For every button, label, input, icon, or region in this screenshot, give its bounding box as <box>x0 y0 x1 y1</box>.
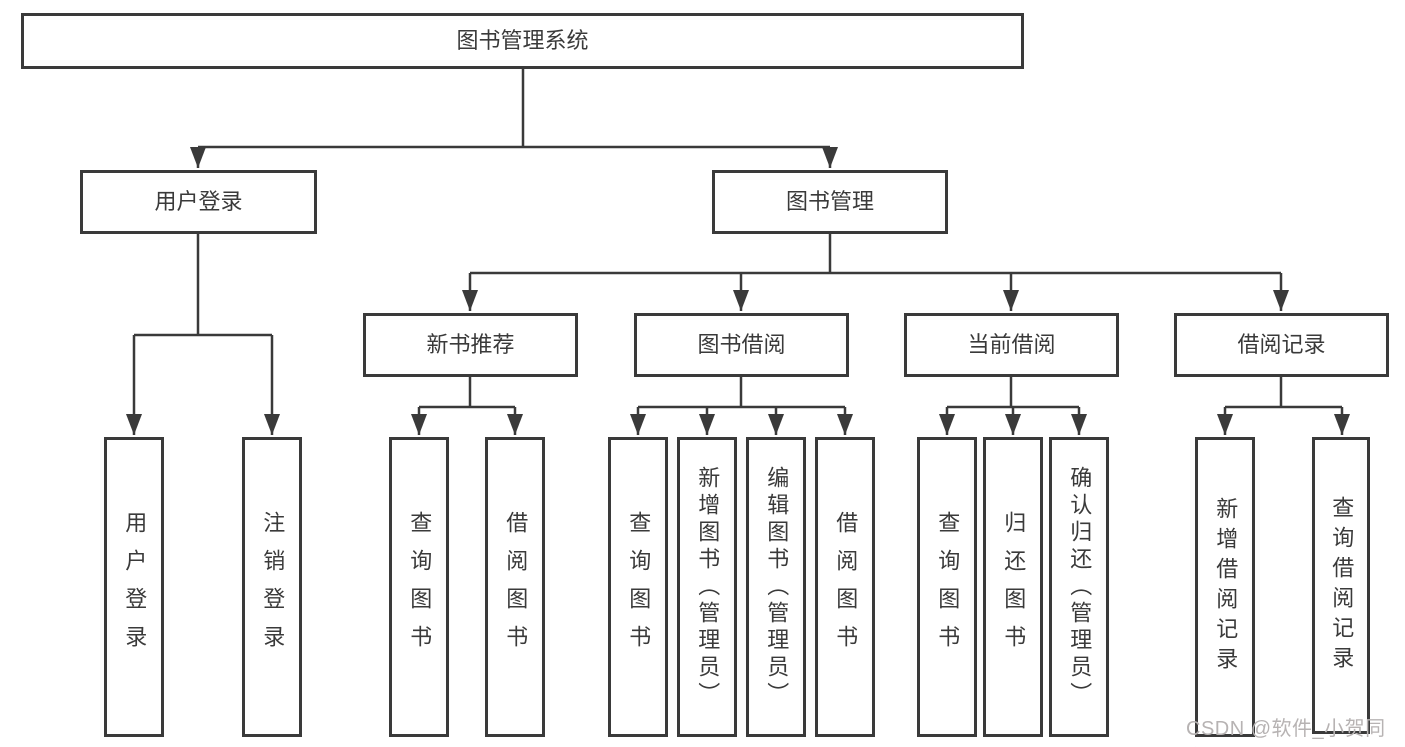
leaf-borrow-books-label: 借阅图书 <box>833 511 859 663</box>
node-root-label: 图书管理系统 <box>456 27 589 53</box>
leaf-borrow-books-recommend-label: 借阅图书 <box>503 511 529 663</box>
leaf-user-login-label: 用户登录 <box>122 511 148 663</box>
leaf-add-books-admin: 新增图书（管理员） <box>677 437 737 737</box>
leaf-query-books-borrow: 查询图书 <box>608 437 668 737</box>
leaf-edit-books-admin-label: 编辑图书（管理员） <box>764 465 790 709</box>
leaf-add-books-admin-label: 新增图书（管理员） <box>695 465 721 709</box>
node-root: 图书管理系统 <box>21 13 1024 69</box>
connector-book-management <box>470 234 1281 275</box>
leaf-logout: 注销登录 <box>242 437 302 737</box>
leaf-edit-books-admin: 编辑图书（管理员） <box>746 437 806 737</box>
leaf-query-borrow-record: 查询借阅记录 <box>1312 437 1370 734</box>
node-book-borrow: 图书借阅 <box>634 313 849 377</box>
leaf-query-books-borrow-label: 查询图书 <box>626 511 652 663</box>
leaf-add-borrow-record-label: 新增借阅记录 <box>1213 497 1239 677</box>
node-user-login-group: 用户登录 <box>80 170 317 234</box>
node-new-book-recommend: 新书推荐 <box>363 313 578 377</box>
leaf-query-books-current: 查询图书 <box>917 437 977 737</box>
leaf-query-books-current-label: 查询图书 <box>935 511 961 663</box>
node-current-borrow-label: 当前借阅 <box>967 331 1056 357</box>
connector-root <box>198 69 830 149</box>
node-user-login-group-label: 用户登录 <box>154 188 243 214</box>
node-book-management: 图书管理 <box>712 170 948 234</box>
leaf-add-borrow-record: 新增借阅记录 <box>1195 437 1255 737</box>
leaf-borrow-books-recommend: 借阅图书 <box>485 437 545 737</box>
leaf-return-books: 归还图书 <box>983 437 1043 737</box>
leaf-user-login: 用户登录 <box>104 437 164 737</box>
connector-new-book-recommend <box>419 377 515 409</box>
watermark: CSDN @软件_小贺同学 <box>1186 718 1386 740</box>
leaf-query-borrow-record-label: 查询借阅记录 <box>1329 495 1355 676</box>
connector-book-borrow <box>638 377 845 409</box>
node-book-borrow-label: 图书借阅 <box>697 331 786 357</box>
node-book-management-label: 图书管理 <box>785 188 874 214</box>
node-borrow-records-label: 借阅记录 <box>1237 331 1326 357</box>
leaf-confirm-return-admin-label: 确认归还（管理员） <box>1067 465 1093 709</box>
node-current-borrow: 当前借阅 <box>904 313 1119 377</box>
leaf-return-books-label: 归还图书 <box>1001 511 1027 663</box>
node-borrow-records: 借阅记录 <box>1174 313 1389 377</box>
connector-user-login <box>134 234 272 337</box>
connector-current-borrow <box>947 377 1079 409</box>
leaf-confirm-return-admin: 确认归还（管理员） <box>1049 437 1109 737</box>
connector-borrow-records <box>1225 377 1342 409</box>
leaf-logout-label: 注销登录 <box>260 511 286 663</box>
leaf-borrow-books: 借阅图书 <box>815 437 875 737</box>
leaf-query-books-recommend: 查询图书 <box>389 437 449 737</box>
node-new-book-recommend-label: 新书推荐 <box>426 331 515 357</box>
leaf-query-books-recommend-label: 查询图书 <box>407 511 433 663</box>
